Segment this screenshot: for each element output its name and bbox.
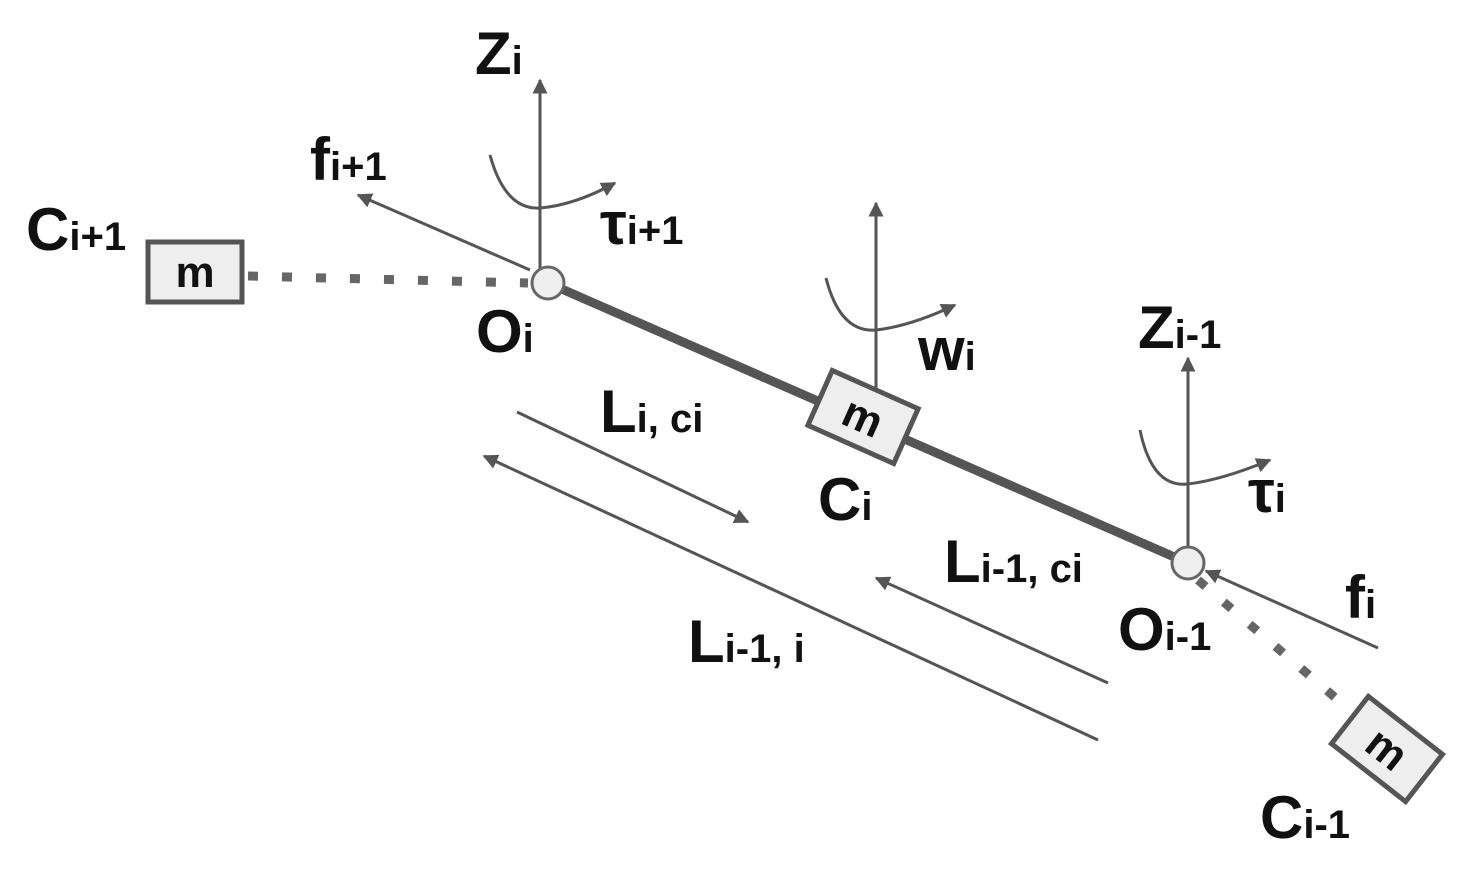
label-tau-i: τi (1248, 458, 1286, 525)
label-z-i-minus-1: Zi-1 (1138, 294, 1221, 361)
mass-box-c-i-minus-1: m (1327, 692, 1447, 806)
length-arrow-l-i-1-i (482, 454, 1099, 742)
label-z-i: Zi (475, 20, 523, 87)
joint-o-i-minus-1 (1170, 545, 1206, 581)
label-o-i: Oi (476, 298, 534, 365)
joint-o-i (530, 265, 566, 301)
angular-velocity-arrow-w-i (824, 277, 957, 332)
label-c-i-plus-1: Ci+1 (26, 196, 126, 263)
label-f-i: fi (1345, 564, 1376, 631)
dotted-link-c-i-plus-1 (247, 271, 529, 288)
label-l-i-minus-1-i: Li-1, i (688, 608, 805, 675)
dotted-link-c-i-minus-1 (1195, 576, 1355, 716)
label-l-i-minus-1-ci: Li-1, ci (944, 528, 1083, 595)
label-f-i-plus-1: fi+1 (310, 126, 387, 193)
label-c-i: Ci (818, 466, 872, 533)
label-tau-i-plus-1: τi+1 (600, 190, 684, 257)
mass-box-c-i-plus-1: m (145, 239, 245, 305)
force-arrow-f-i (1204, 569, 1379, 650)
mass-label: m (175, 248, 214, 297)
label-l-i-ci: Li, ci (600, 378, 703, 445)
torque-arrow-tau-i-plus-1 (488, 154, 617, 210)
label-o-i-minus-1: Oi-1 (1118, 596, 1211, 663)
force-arrow-f-i-plus-1 (356, 193, 531, 272)
label-c-i-minus-1: Ci-1 (1260, 784, 1350, 851)
length-arrow-l-i-1-ci (874, 576, 1109, 685)
torque-arrow-tau-i (1138, 429, 1272, 486)
label-w-i: wi (917, 316, 976, 383)
mass-box-c-i: m (804, 367, 922, 467)
length-arrow-l-i-ci (516, 410, 750, 524)
